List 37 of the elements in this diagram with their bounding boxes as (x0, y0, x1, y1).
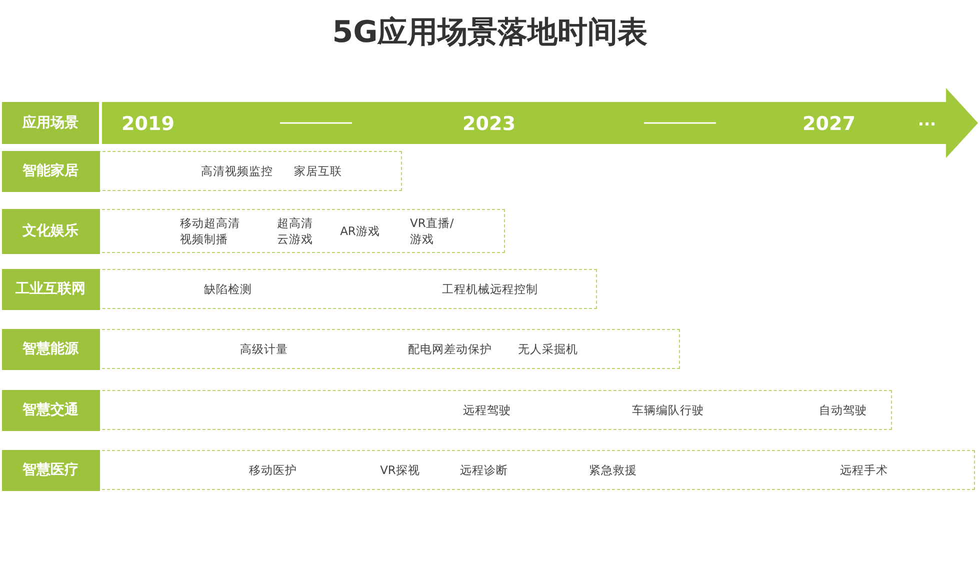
scenario-label: 超高清云游戏 (277, 215, 314, 247)
category-label: 文化娱乐 (2, 208, 100, 254)
category-label: 智慧医疗 (2, 450, 100, 490)
scenario-label: 缺陷检测 (204, 281, 252, 297)
category-label: 智慧能源 (2, 328, 100, 370)
scenario-label: VR直播/游戏 (410, 215, 455, 247)
year-label: 2019 (122, 113, 174, 135)
scenario-label: 家居互联 (294, 163, 342, 179)
scenario-label: 配电网差动保护 (408, 341, 492, 357)
scenario-label: 无人采掘机 (518, 341, 578, 357)
scenario-label: 自动驾驶 (819, 402, 867, 418)
scenario-label: AR游戏 (340, 223, 380, 239)
scenario-label: 移动超高清视频制播 (180, 215, 241, 247)
scenario-label: 远程手术 (840, 462, 888, 478)
ellipsis-label: ··· (918, 114, 936, 134)
scenario-row (2, 269, 597, 309)
category-label: 智慧交通 (2, 390, 100, 430)
category-label: 工业互联网 (2, 268, 100, 310)
scenario-label: 移动医护 (249, 462, 297, 478)
scenario-label: 高级计量 (240, 341, 288, 357)
scenario-label: 远程驾驶 (463, 402, 511, 418)
scenario-label: 车辆编队行驶 (632, 402, 704, 418)
scenario-row (2, 390, 892, 430)
year-label: 2027 (802, 113, 856, 135)
scenario-label: VR探视 (380, 462, 420, 478)
scenario-row (2, 209, 505, 253)
scenario-label: 高清视频监控 (201, 163, 273, 179)
scenario-row (2, 450, 975, 490)
scenario-label: 工程机械远程控制 (442, 281, 538, 297)
scenario-row (2, 329, 680, 369)
chart-title: 5G应用场景落地时间表 (331, 14, 649, 52)
scenario-label: 远程诊断 (460, 462, 508, 478)
scenario-label: 紧急救援 (589, 462, 637, 478)
year-label: 2023 (462, 113, 516, 135)
header-label: 应用场景 (2, 102, 99, 144)
category-label: 智能家居 (2, 150, 100, 192)
scenario-row (2, 151, 402, 191)
